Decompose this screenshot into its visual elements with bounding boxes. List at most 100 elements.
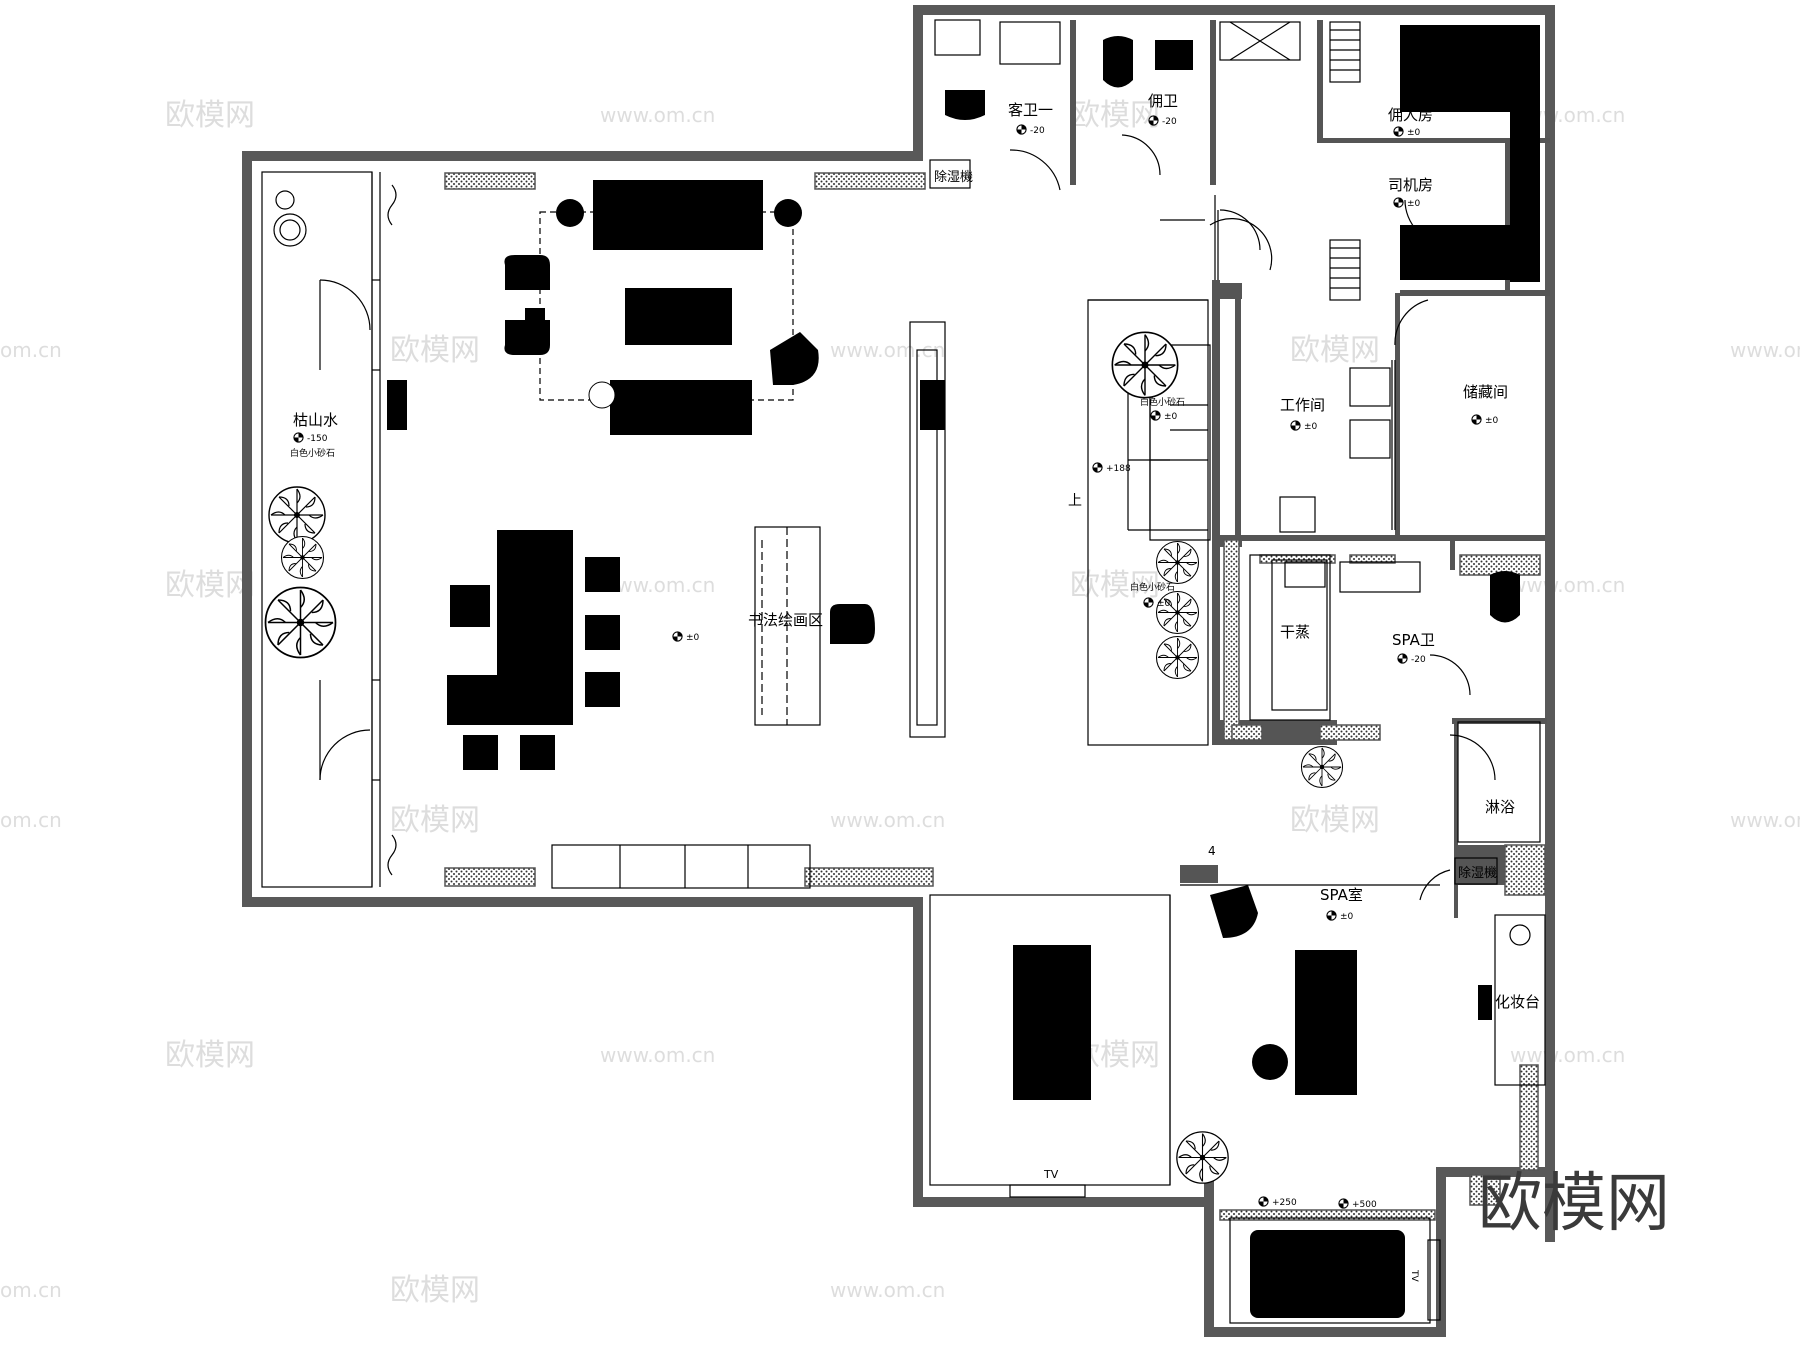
level-marker-icon bbox=[293, 432, 304, 443]
side-table bbox=[774, 199, 802, 227]
room-level: ±0 bbox=[1407, 199, 1421, 209]
cabinet bbox=[1478, 985, 1492, 1020]
watermark-url: www.om.cn bbox=[830, 808, 945, 832]
watermark-url: www.om.cn bbox=[830, 1278, 945, 1302]
room-name: 司机房 bbox=[1388, 176, 1433, 194]
pool bbox=[1250, 1230, 1405, 1318]
toilet bbox=[945, 90, 985, 120]
massage-bed bbox=[1295, 950, 1357, 1095]
stair-up-label: 上 bbox=[1068, 493, 1082, 509]
room-name: 储藏间 bbox=[1463, 383, 1508, 401]
tag-label: 4 bbox=[1208, 844, 1216, 858]
level-marker-icon bbox=[1143, 597, 1154, 608]
cabinet bbox=[387, 380, 407, 430]
sofa bbox=[593, 180, 763, 250]
plant-icon bbox=[1111, 331, 1179, 399]
level-marker-icon bbox=[1397, 653, 1408, 664]
plant-icon bbox=[1155, 590, 1200, 635]
stool bbox=[1252, 1044, 1288, 1080]
pool-level: +250 bbox=[1272, 1198, 1297, 1208]
watermark-url: om.cn bbox=[0, 1278, 62, 1302]
watermark-small: 欧模网 bbox=[165, 98, 255, 133]
wardrobe bbox=[1510, 152, 1540, 282]
wardrobe bbox=[1510, 25, 1540, 152]
room-name: SPA室 bbox=[1320, 886, 1363, 904]
sofa bbox=[610, 380, 752, 435]
room-level: ±0 bbox=[1407, 128, 1421, 138]
watermark-small: 欧模网 bbox=[1070, 98, 1160, 133]
outer-walls bbox=[242, 5, 1555, 1337]
tv-label: TV bbox=[1043, 1168, 1059, 1181]
chair bbox=[463, 735, 498, 770]
armchair bbox=[1210, 885, 1258, 938]
fixtures bbox=[261, 19, 1546, 1324]
plant-icon bbox=[1155, 540, 1200, 585]
room-level: ±0 bbox=[686, 633, 700, 643]
watermark-small: 欧模网 bbox=[1290, 333, 1380, 368]
watermark-small: 欧模网 bbox=[165, 1038, 255, 1073]
misc-labels: 除湿機 除湿機 上 +188 白色小砂石 ±0 白色小砂石 ±0 TV TV +… bbox=[934, 170, 1497, 1282]
massage-bed bbox=[1013, 945, 1091, 1100]
plant-icon bbox=[1155, 635, 1200, 680]
dehumidifier-label: 除湿機 bbox=[934, 170, 973, 185]
gravel-level: ±0 bbox=[1157, 599, 1171, 609]
room-level: -20 bbox=[1030, 126, 1045, 136]
chair bbox=[585, 557, 620, 592]
watermark-small: 欧模网 bbox=[1290, 803, 1380, 838]
room-level: -150 bbox=[307, 434, 328, 444]
level-marker-icon bbox=[1150, 410, 1161, 421]
room-labels: 枯山水 -150 白色小砂石 ±0 书法绘画区 客卫一 -20 佣卫 -20 佣… bbox=[290, 92, 1540, 1011]
watermark-small: 欧模网 bbox=[165, 568, 255, 603]
armchair bbox=[504, 255, 550, 290]
tea-table bbox=[447, 530, 573, 725]
room-name: 佣卫 bbox=[1148, 92, 1178, 110]
plant-icon bbox=[264, 586, 337, 659]
coffee-table bbox=[625, 288, 732, 345]
room-name: 工作间 bbox=[1280, 396, 1325, 414]
room-name: 淋浴 bbox=[1485, 798, 1515, 816]
room-level: -20 bbox=[1411, 655, 1426, 665]
level-marker-icon bbox=[1338, 1198, 1349, 1209]
room-name: 干蒸 bbox=[1280, 623, 1310, 641]
room-name: 书法绘画区 bbox=[748, 611, 823, 629]
level-marker-icon bbox=[1258, 1196, 1269, 1207]
level-marker-icon bbox=[1092, 462, 1103, 473]
watermark-small: 欧模网 bbox=[390, 803, 480, 838]
plant-icon bbox=[280, 535, 325, 580]
watermark-small: 欧模网 bbox=[1070, 568, 1160, 603]
level-marker-icon bbox=[672, 631, 683, 642]
side-table bbox=[556, 199, 584, 227]
stair-level: +188 bbox=[1106, 464, 1131, 474]
chair bbox=[830, 604, 875, 644]
armchair bbox=[770, 332, 819, 385]
chair bbox=[450, 585, 490, 627]
watermark-url: www.om.cn bbox=[1730, 808, 1800, 832]
toilet bbox=[1103, 36, 1133, 88]
chair bbox=[520, 735, 555, 770]
room-level: ±0 bbox=[1340, 912, 1354, 922]
watermark-small: 欧模网 bbox=[390, 1273, 480, 1308]
room-name: SPA卫 bbox=[1392, 631, 1435, 649]
vanity-block bbox=[1155, 40, 1193, 70]
level-marker-icon bbox=[1326, 910, 1337, 921]
plant-icon bbox=[1300, 745, 1344, 789]
gravel-label: 白色小砂石 bbox=[1130, 581, 1175, 593]
gravel-level: ±0 bbox=[1164, 412, 1178, 422]
room-name: 佣人房 bbox=[1388, 106, 1433, 124]
watermark-url: www.om.cn bbox=[1730, 338, 1800, 362]
bed bbox=[1400, 25, 1510, 112]
toilet bbox=[1490, 571, 1520, 623]
stool bbox=[525, 308, 545, 328]
tv-label: TV bbox=[1409, 1269, 1419, 1282]
room-name: 客卫一 bbox=[1008, 101, 1053, 119]
furniture bbox=[387, 25, 1540, 1318]
bed bbox=[1400, 225, 1510, 280]
room-level: ±0 bbox=[1485, 416, 1499, 426]
inner-walls bbox=[1070, 20, 1550, 918]
level-marker-icon bbox=[1016, 124, 1027, 135]
room-level: ±0 bbox=[1304, 422, 1318, 432]
level-marker-icon bbox=[1148, 115, 1159, 126]
pool-level: +500 bbox=[1352, 1200, 1377, 1210]
armchair bbox=[504, 320, 550, 355]
